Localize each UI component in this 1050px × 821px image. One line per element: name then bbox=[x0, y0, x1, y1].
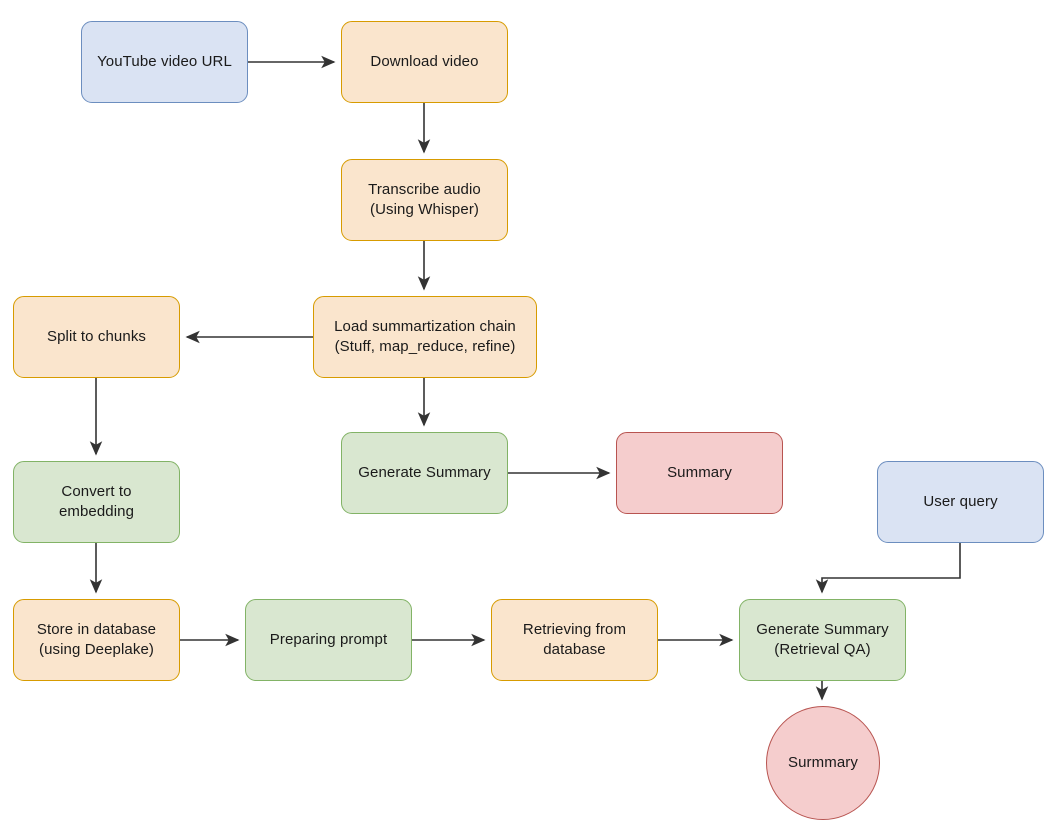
node-preparing-prompt[interactable]: Preparing prompt bbox=[245, 599, 412, 681]
node-label: Store in database (using Deeplake) bbox=[36, 621, 157, 658]
node-label: Load summartization chain (Stuff, map_re… bbox=[334, 318, 516, 355]
node-label: Generate Summary bbox=[358, 464, 491, 481]
node-label: Summary bbox=[667, 464, 732, 481]
node-user-query[interactable]: User query bbox=[877, 461, 1044, 543]
node-label: Retrieving from database bbox=[522, 621, 627, 658]
node-surmmary-result[interactable]: Surmmary bbox=[766, 706, 880, 820]
node-generate-summary-retrieval-qa[interactable]: Generate Summary (Retrieval QA) bbox=[739, 599, 906, 681]
node-transcribe-audio[interactable]: Transcribe audio (Using Whisper) bbox=[341, 159, 508, 241]
node-label: Surmmary bbox=[788, 754, 858, 771]
edge-user-query-to-generate-qa bbox=[815, 543, 961, 594]
node-youtube-video-url[interactable]: YouTube video URL bbox=[81, 21, 248, 103]
node-convert-to-embedding[interactable]: Convert to embedding bbox=[13, 461, 180, 543]
node-generate-summary[interactable]: Generate Summary bbox=[341, 432, 508, 514]
node-label: Split to chunks bbox=[46, 328, 147, 345]
node-download-video[interactable]: Download video bbox=[341, 21, 508, 103]
node-load-summarization-chain[interactable]: Load summartization chain (Stuff, map_re… bbox=[313, 296, 537, 378]
node-label: YouTube video URL bbox=[97, 53, 232, 70]
node-store-in-database[interactable]: Store in database (using Deeplake) bbox=[13, 599, 180, 681]
node-label: User query bbox=[923, 493, 998, 510]
node-retrieving-from-database[interactable]: Retrieving from database bbox=[491, 599, 658, 681]
node-label: Transcribe audio (Using Whisper) bbox=[368, 181, 481, 218]
node-label: Download video bbox=[370, 53, 479, 70]
node-label: Generate Summary (Retrieval QA) bbox=[756, 621, 889, 658]
node-label: Convert to embedding bbox=[58, 483, 135, 520]
node-split-to-chunks[interactable]: Split to chunks bbox=[13, 296, 180, 378]
node-label: Preparing prompt bbox=[269, 631, 388, 648]
node-summary[interactable]: Summary bbox=[616, 432, 783, 514]
